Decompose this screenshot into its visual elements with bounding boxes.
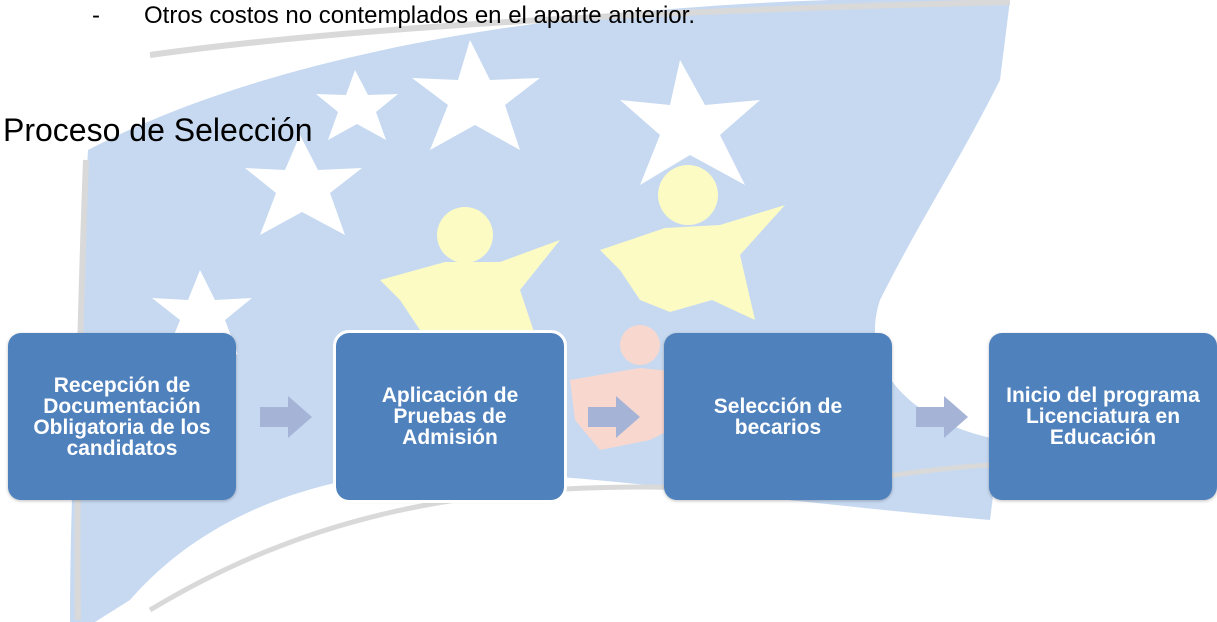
process-step-3-label: Selección de becarios	[713, 394, 843, 439]
watermark-edge-top	[149, 0, 1011, 58]
watermark-figure-head-3	[620, 325, 660, 365]
process-step-2-label: Aplicación de Pruebas de Admisión	[381, 384, 519, 449]
bullet-marker: -	[92, 2, 100, 29]
process-step-1-label: Recepción de Documentación Obligatoria d…	[33, 373, 211, 460]
watermark-star-5	[316, 70, 398, 140]
process-step-4: Inicio del programa Licenciatura en Educ…	[989, 333, 1217, 500]
arrow-right-icon	[916, 396, 968, 438]
bullet-item: - Otros costos no contemplados en el apar…	[92, 2, 695, 30]
watermark-figure-body-2	[600, 205, 785, 320]
watermark-figure-head-2	[658, 165, 718, 225]
watermark-star-1	[620, 60, 760, 185]
section-title: Proceso de Selección	[3, 112, 313, 148]
arrow-right-icon	[588, 396, 640, 438]
watermark-star-2	[412, 40, 540, 150]
watermark-figure-body-1	[380, 240, 560, 350]
bullet-text: Otros costos no contemplados en el apart…	[144, 2, 695, 29]
process-step-1: Recepción de Documentación Obligatoria d…	[8, 333, 236, 500]
process-step-3: Selección de becarios	[664, 333, 892, 500]
process-step-4-label: Inicio del programa Licenciatura en Educ…	[1006, 384, 1200, 449]
arrow-right-icon	[260, 396, 312, 438]
process-step-2: Aplicación de Pruebas de Admisión	[333, 330, 567, 503]
watermark-figure-head-1	[437, 207, 493, 263]
watermark-star-3	[245, 135, 362, 235]
